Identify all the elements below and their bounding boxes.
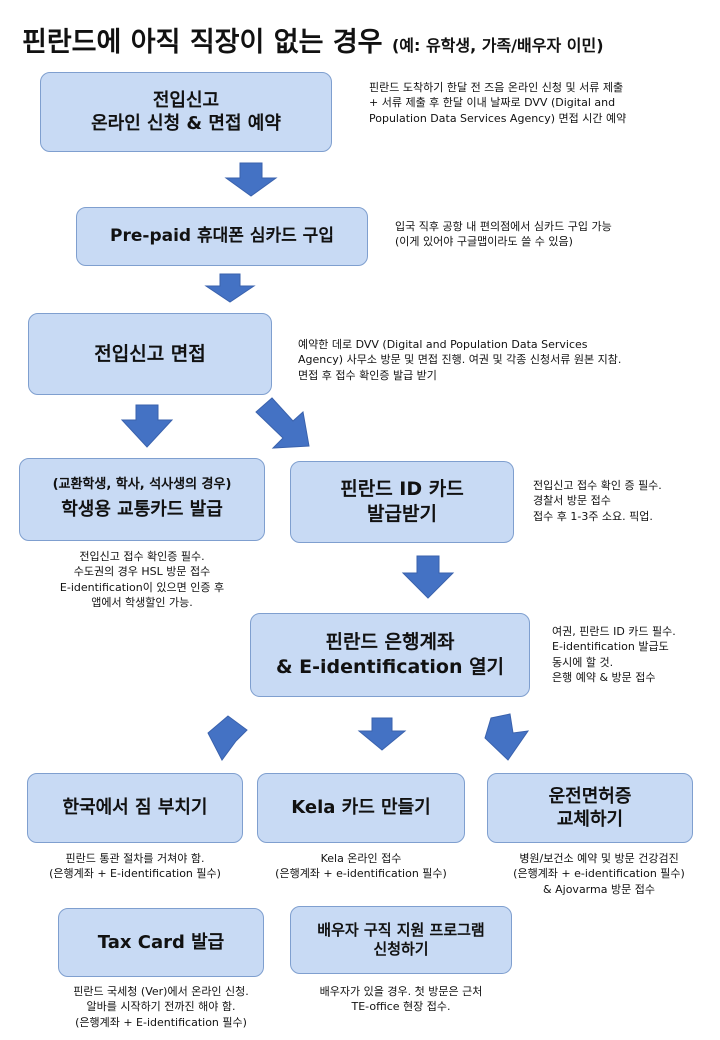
arrow-id-card-to-bank xyxy=(401,555,455,599)
step-license-note: 병원/보건소 예약 및 방문 건강검진 (은행계좌 + e-identifica… xyxy=(482,851,716,897)
step-tax-note: 핀란드 국세청 (Ver)에서 온라인 신청. 알바를 시작하기 전까진 해야 … xyxy=(40,984,282,1030)
step-interview-note: 예약한 데로 DVV (Digital and Population Data … xyxy=(298,337,708,383)
note-line: 핀란드 도착하기 한달 전 즈음 온라인 신청 및 서류 제출 xyxy=(369,81,624,94)
note-line: 알바를 시작하기 전까진 해야 함. xyxy=(86,1000,236,1014)
note-line: E-identification 발급도 xyxy=(552,640,669,654)
step-interview-box: 전입신고 면접 xyxy=(28,313,272,395)
note-line: 수도권의 경우 HSL 방문 접수 xyxy=(73,565,211,579)
arrow-interview-to-id-card xyxy=(255,397,310,449)
note-line: 여권, 핀란드 ID 카드 필수. xyxy=(552,625,676,638)
arrow-bank-to-license xyxy=(484,713,530,761)
step-simcard-box: Pre-paid 휴대폰 심카드 구입 xyxy=(76,207,368,266)
note-line: + 서류 제출 후 한달 이내 날짜로 DVV (Digital and xyxy=(369,96,616,110)
step-spouse-box: 배우자 구직 지원 프로그램 신청하기 xyxy=(290,906,512,974)
note-line: 동시에 할 것. xyxy=(552,655,614,669)
step-label: 학생용 교통카드 발급 xyxy=(61,499,223,521)
step-bank-note: 여권, 핀란드 ID 카드 필수. E-identification 발급도 동… xyxy=(552,624,717,686)
step-id-card-box: 핀란드 ID 카드 발급받기 xyxy=(290,461,514,543)
note-line: (이게 있어야 구글맵이라도 쓸 수 있음) xyxy=(395,235,573,249)
note-line: 병원/보건소 예약 및 방문 건강검진 xyxy=(519,852,679,865)
step-label: 발급받기 xyxy=(367,503,437,525)
step-registration-box: 전입신고 온라인 신청 & 면접 예약 xyxy=(40,72,332,152)
note-line: Kela 온라인 접수 xyxy=(320,852,402,865)
title-subtitle: (예: 유학생, 가족/배우자 이민) xyxy=(391,36,604,55)
page-title: 핀란드에 아직 직장이 없는 경우 (예: 유학생, 가족/배우자 이민) xyxy=(22,20,604,59)
arrow-interview-to-student-card xyxy=(120,404,174,448)
step-spouse-note: 배우자가 있을 경우. 첫 방문은 근처 TE-office 현장 접수. xyxy=(285,984,517,1015)
arrow-bank-to-shipping xyxy=(207,715,248,761)
note-line: & Ajovarma 방문 접수 xyxy=(543,882,655,896)
step-label: 신청하기 xyxy=(373,940,429,958)
step-registration-note: 핀란드 도착하기 한달 전 즈음 온라인 신청 및 서류 제출 + 서류 제출 … xyxy=(369,80,714,126)
step-label: 교체하기 xyxy=(556,809,624,830)
note-line: (은행계좌 + E-identification 필수) xyxy=(75,1015,247,1029)
step-small-label: (교환학생, 학사, 석사생의 경우) xyxy=(52,477,232,493)
arrow-registration-to-simcard xyxy=(224,162,278,197)
note-line: TE-office 현장 접수. xyxy=(351,1000,451,1014)
step-shipping-box: 한국에서 짐 부치기 xyxy=(27,773,243,843)
note-line: 앱에서 학생할인 가능. xyxy=(91,596,193,610)
step-label: 운전면허증 xyxy=(548,785,632,807)
arrow-bank-to-kela xyxy=(357,717,407,751)
step-label: 전입신고 면접 xyxy=(94,342,206,365)
note-line: 입국 직후 공항 내 편의점에서 심카드 구입 가능 xyxy=(395,220,612,233)
step-license-box: 운전면허증 교체하기 xyxy=(487,773,693,843)
step-student-card-box: (교환학생, 학사, 석사생의 경우) 학생용 교통카드 발급 xyxy=(19,458,265,541)
note-line: (은행계좌 + E-identification 필수) xyxy=(49,867,221,881)
note-line: 전입신고 접수 확인 증 필수. xyxy=(533,479,662,492)
step-label: 핀란드 ID 카드 xyxy=(340,478,464,501)
note-line: 은행 예약 & 방문 접수 xyxy=(552,671,656,685)
step-shipping-note: 핀란드 통관 절차를 거쳐야 함. (은행계좌 + E-identificati… xyxy=(15,851,255,882)
step-label: Pre-paid 휴대폰 심카드 구입 xyxy=(110,226,334,247)
step-tax-box: Tax Card 발급 xyxy=(58,908,264,977)
step-student-card-note: 전입신고 접수 확인증 필수. 수도권의 경우 HSL 방문 접수 E-iden… xyxy=(19,549,265,611)
title-main: 핀란드에 아직 직장이 없는 경우 xyxy=(22,27,383,58)
note-line: (은행계좌 + e-identification 필수) xyxy=(275,867,447,881)
step-kela-note: Kela 온라인 접수 (은행계좌 + e-identification 필수) xyxy=(245,851,477,882)
note-line: (은행계좌 + e-identification 필수) xyxy=(513,867,685,881)
step-label: 배우자 구직 지원 프로그램 xyxy=(317,920,485,939)
step-label: 전입신고 xyxy=(152,89,220,111)
note-line: 예약한 데로 DVV (Digital and Population Data … xyxy=(298,338,588,351)
note-line: 핀란드 국세청 (Ver)에서 온라인 신청. xyxy=(73,985,249,998)
step-label: 핀란드 은행계좌 xyxy=(325,631,455,654)
step-label: & E-identification 열기 xyxy=(275,656,505,678)
note-line: 면접 후 접수 확인증 발급 받기 xyxy=(298,368,437,382)
note-line: 접수 후 1-3주 소요. 픽업. xyxy=(533,509,653,523)
note-line: Population Data Services Agency) 면접 시간 예… xyxy=(369,111,627,125)
step-label: 한국에서 짐 부치기 xyxy=(62,797,208,819)
step-label: Tax Card 발급 xyxy=(97,931,225,953)
step-id-card-note: 전입신고 접수 확인 증 필수. 경찰서 방문 접수 접수 후 1-3주 소요.… xyxy=(533,478,713,524)
note-line: 핀란드 통관 절차를 거쳐야 함. xyxy=(65,852,205,865)
step-label: 온라인 신청 & 면접 예약 xyxy=(91,113,281,134)
step-simcard-note: 입국 직후 공항 내 편의점에서 심카드 구입 가능 (이게 있어야 구글맵이라… xyxy=(395,219,705,250)
note-line: E-identification이 있으면 인증 후 xyxy=(59,580,225,594)
note-line: 배우자가 있을 경우. 첫 방문은 근처 xyxy=(319,985,483,998)
step-bank-box: 핀란드 은행계좌 & E-identification 열기 xyxy=(250,613,530,697)
arrow-simcard-to-interview xyxy=(204,273,256,303)
step-kela-box: Kela 카드 만들기 xyxy=(257,773,465,843)
note-line: Agency) 사무소 방문 및 면접 진행. 여권 및 각종 신청서류 원본 … xyxy=(298,353,622,367)
note-line: 전입신고 접수 확인증 필수. xyxy=(79,550,205,563)
note-line: 경찰서 방문 접수 xyxy=(533,494,611,508)
step-label: Kela 카드 만들기 xyxy=(291,797,431,819)
